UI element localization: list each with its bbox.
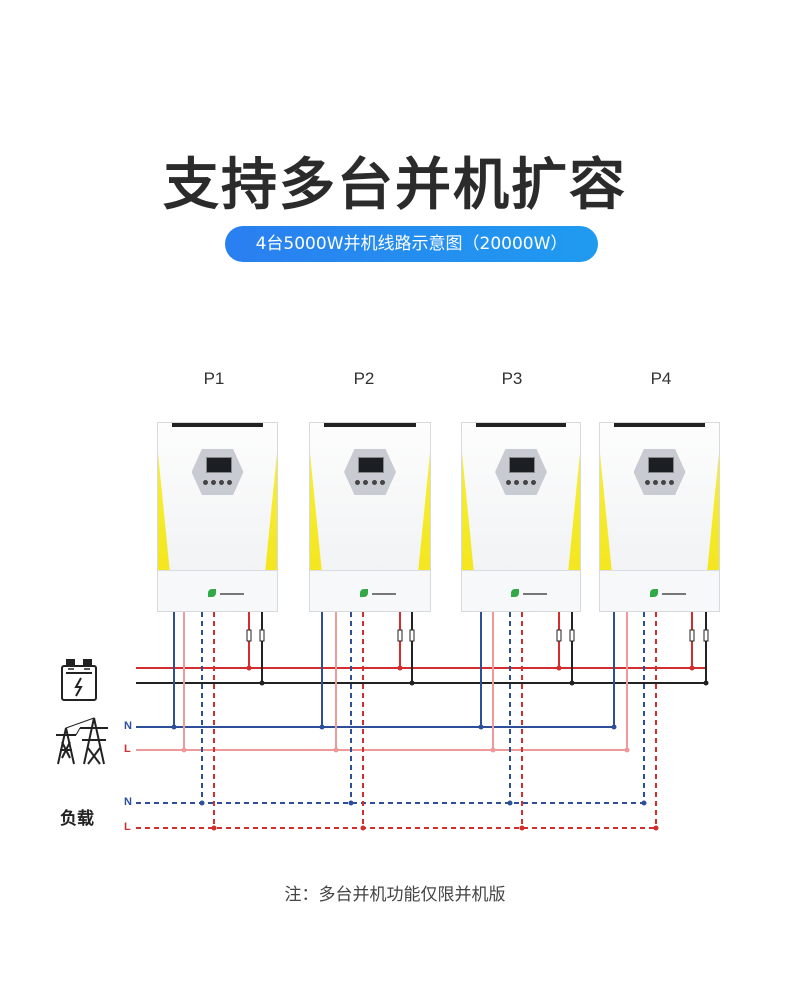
unit-label-p1: P1 — [203, 369, 225, 388]
unit-label-p3: P3 — [501, 369, 523, 388]
leaf-logo-icon — [649, 589, 658, 597]
p4-connections — [611, 612, 709, 831]
leaf-logo-icon — [511, 589, 519, 597]
power-pylon-icon — [56, 717, 108, 765]
load-l-label: L — [124, 821, 131, 833]
footnote: 注：多台并机功能仅限并机版 — [284, 885, 506, 905]
lcd-screen — [358, 457, 384, 473]
grid-n-label: N — [124, 720, 132, 732]
unit-label-p4: P4 — [650, 369, 672, 388]
leaf-logo-icon — [360, 589, 368, 597]
p2-connections — [319, 612, 415, 831]
battery-icon — [61, 659, 97, 701]
inverter-p1 — [157, 422, 278, 612]
lcd-screen — [205, 457, 232, 473]
load-label: 负载 — [60, 809, 94, 829]
inverter-p4 — [599, 422, 720, 612]
load-n-label: N — [124, 796, 132, 808]
grid-l-label: L — [124, 743, 131, 755]
leaf-logo-icon — [207, 589, 216, 597]
p1-connections — [171, 612, 265, 831]
lcd-screen — [647, 457, 674, 473]
inverter-p3 — [461, 422, 581, 612]
page-title: 支持多台并机扩容 — [163, 153, 627, 218]
diagram-subtitle: 4台5000W并机线路示意图（20000W） — [225, 226, 598, 262]
unit-label-p2: P2 — [353, 369, 375, 388]
inverter-p2 — [309, 422, 431, 612]
lcd-screen — [509, 457, 535, 473]
p3-connections — [478, 612, 575, 831]
